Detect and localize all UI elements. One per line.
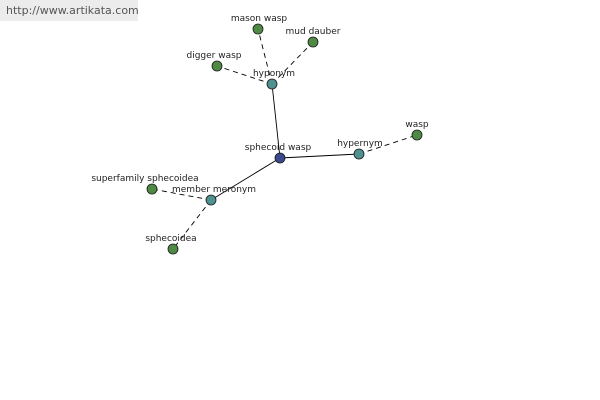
labels-layer: sphecoid wasp hyponym hypernym member meron… — [91, 14, 429, 244]
node-superfamily-sphecoidea[interactable] — [146, 183, 158, 195]
watermark-url: http://www.artikata.com — [0, 0, 139, 21]
node-sphecoid-wasp[interactable] — [274, 152, 286, 164]
node-digger-wasp[interactable] — [211, 60, 223, 72]
edge-member-meronym-to-sphecoidea — [172, 199, 212, 250]
node-sphecoidea[interactable] — [167, 243, 179, 255]
label-digger-wasp[interactable]: digger wasp — [186, 51, 241, 61]
node-mason-wasp[interactable] — [252, 23, 264, 35]
edge-hyponym-to-mason-wasp — [257, 28, 273, 85]
label-hypernym[interactable]: hypernym — [337, 139, 383, 149]
edge-sphecoid-wasp-to-member-meronym — [210, 157, 281, 201]
label-member-meronym[interactable]: member meronym — [172, 185, 256, 195]
label-sphecoid-wasp[interactable]: sphecoid wasp — [245, 143, 312, 153]
edge-sphecoid-wasp-to-hyponym — [271, 83, 281, 159]
label-superfamily-sphecoidea[interactable]: superfamily sphecoidea — [91, 174, 198, 184]
label-wasp[interactable]: wasp — [405, 120, 429, 130]
node-mud-dauber[interactable] — [307, 36, 319, 48]
label-hyponym[interactable]: hyponym — [253, 69, 295, 79]
edges-layer — [151, 28, 418, 250]
edge-hyponym-to-mud-dauber — [271, 41, 314, 85]
edge-sphecoid-wasp-to-hypernym — [279, 153, 360, 159]
node-hyponym[interactable] — [266, 78, 278, 90]
nodes-layer — [146, 23, 423, 255]
label-mud-dauber[interactable]: mud dauber — [286, 27, 341, 37]
edge-hyponym-to-digger-wasp — [216, 65, 273, 85]
label-sphecoidea[interactable]: sphecoidea — [145, 234, 196, 244]
edge-member-meronym-to-superfamily-sphecoidea — [151, 188, 212, 201]
node-hypernym[interactable] — [353, 148, 365, 160]
node-wasp[interactable] — [411, 129, 423, 141]
label-mason-wasp[interactable]: mason wasp — [231, 14, 288, 24]
node-member-meronym[interactable] — [205, 194, 217, 206]
edge-hypernym-to-wasp — [358, 134, 418, 155]
